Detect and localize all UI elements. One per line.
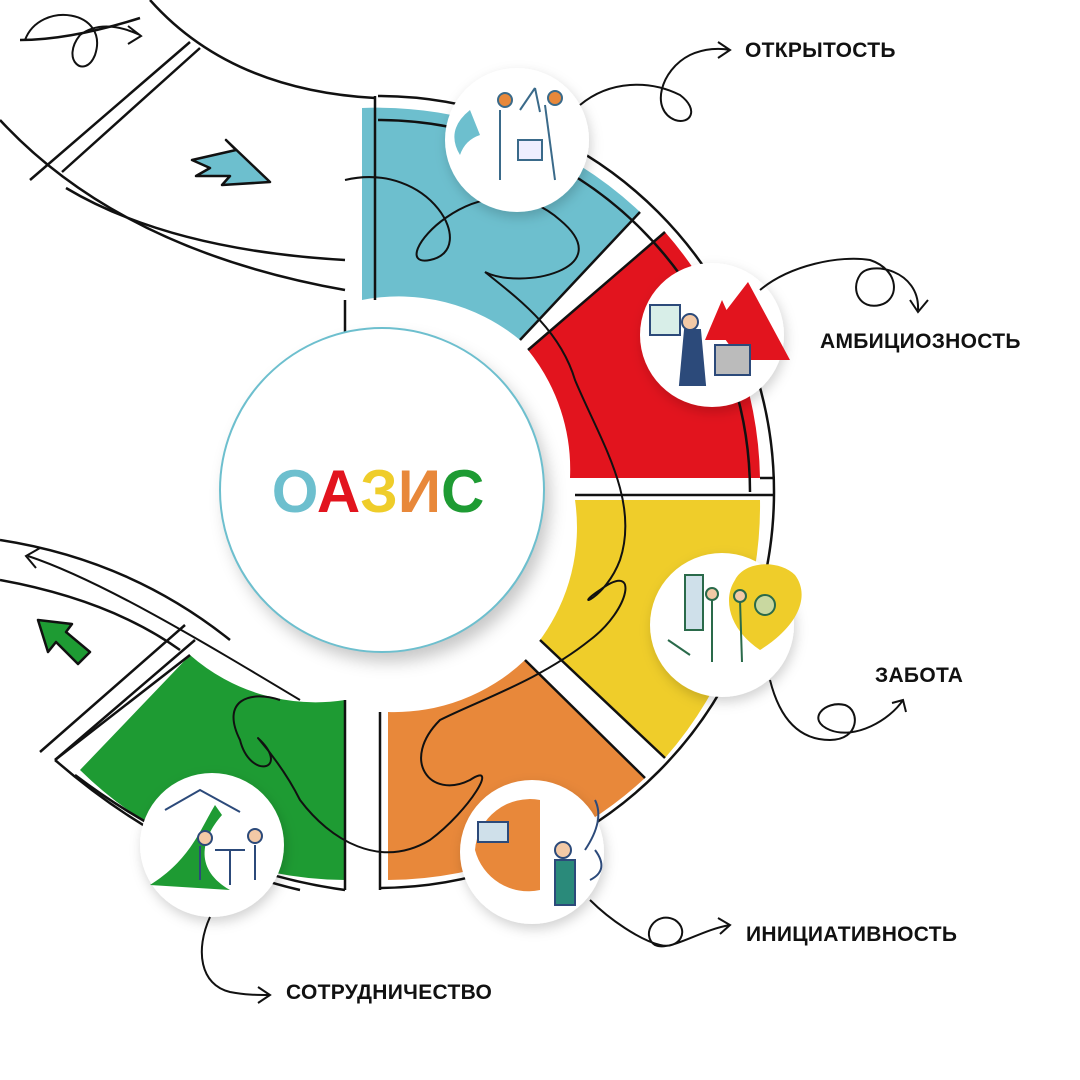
label-connectors — [200, 41, 929, 1004]
robotics-vr-illustration — [477, 799, 603, 906]
label-care: ЗАБОТА — [875, 664, 963, 687]
teamwork-high-five-illustration — [497, 87, 563, 181]
business-meeting-illustration-icon — [150, 805, 230, 890]
title-letter: И — [398, 458, 441, 525]
mountain-peaks-engineer-illustration-icon — [705, 282, 790, 360]
illustration-openness — [445, 68, 589, 212]
title-letter: О — [272, 458, 317, 525]
doodle-line — [232, 176, 627, 854]
illustration-initiative — [460, 780, 604, 924]
exit-arrow-icon — [36, 618, 92, 666]
business-meeting-illustration — [164, 788, 263, 885]
label-ambition: АМБИЦИОЗНОСТЬ — [820, 330, 1021, 353]
entry-arrow-icon — [190, 138, 272, 187]
teamwork-high-five-illustration-icon — [454, 110, 480, 155]
illustration-ambition — [640, 263, 790, 407]
heart-city-park-illustration — [667, 574, 776, 663]
center-title: ОАЗИС — [272, 458, 485, 525]
illustration-cooperation — [140, 773, 284, 917]
center-badge: ОАЗИС — [219, 327, 545, 653]
curl-arrow-top-left — [24, 14, 143, 68]
return-arrow-line — [24, 547, 301, 701]
label-openness: ОТКРЫТОСТЬ — [745, 39, 896, 62]
mountain-peaks-engineer-illustration — [649, 304, 751, 386]
entry-path-band — [0, 0, 376, 292]
illustration-care — [650, 553, 802, 697]
title-letter: З — [360, 458, 398, 525]
label-initiative: ИНИЦИАТИВНОСТЬ — [746, 923, 957, 946]
label-cooperation: СОТРУДНИЧЕСТВО — [286, 981, 492, 1004]
title-letter: А — [317, 458, 360, 525]
title-letter: С — [441, 458, 484, 525]
